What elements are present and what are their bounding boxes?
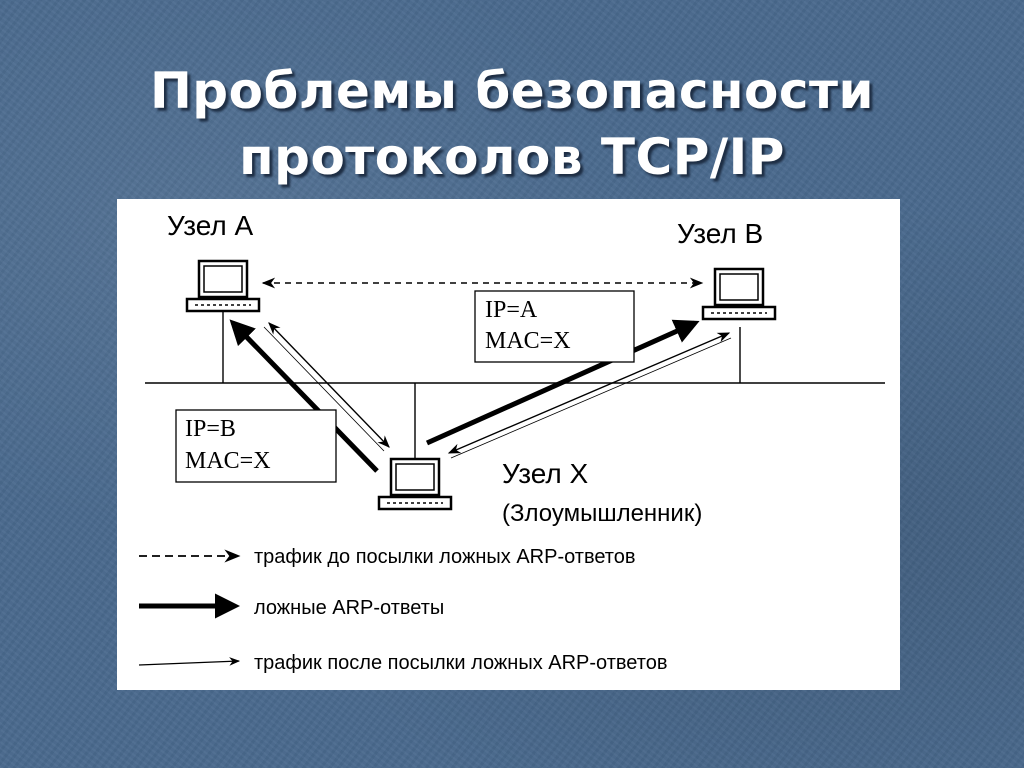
thin-arrow-a-to-x-2 [263, 326, 385, 452]
node-x-label: Узел Х [502, 458, 588, 489]
node-b-label: Узел В [677, 218, 763, 249]
node-x-computer-icon [377, 457, 453, 511]
spoof-box-b-ip: IP=B [185, 416, 236, 442]
thin-arrow-x-to-b [447, 332, 731, 454]
spoof-box-b-mac: MAC=X [185, 448, 271, 474]
node-a-label: Узел А [167, 210, 253, 241]
slide-title-line-2: протоколов TCP/IP [239, 128, 785, 186]
slide-title-line-1: Проблемы безопасности [149, 62, 875, 120]
node-b-computer-icon [701, 267, 777, 321]
spoof-box-b [175, 409, 337, 483]
slide-title: Проблемы безопасности протоколов TCP/IP [0, 58, 1024, 190]
arp-spoofing-diagram: Узел А Узел В Узел Х (Злоумышленник) IP=… [117, 199, 900, 690]
legend-dashed-label: трафик до посылки ложных ARP-ответов [254, 546, 635, 568]
spoof-box-a [474, 290, 635, 363]
node-x-role-label: (Злоумышленник) [502, 500, 702, 527]
node-a-computer-icon [185, 259, 261, 313]
thin-arrow-x-to-b-2 [450, 337, 732, 459]
thin-arrow-a-to-x [268, 322, 390, 448]
spoof-box-a-ip: IP=A [485, 297, 538, 323]
legend-thick-label: ложные ARP-ответы [254, 597, 444, 619]
spoof-box-a-mac: MAC=X [485, 328, 571, 354]
legend-thin-arrow [138, 657, 241, 666]
legend-thin-label: трафик после посылки ложных ARP-ответов [254, 652, 667, 674]
